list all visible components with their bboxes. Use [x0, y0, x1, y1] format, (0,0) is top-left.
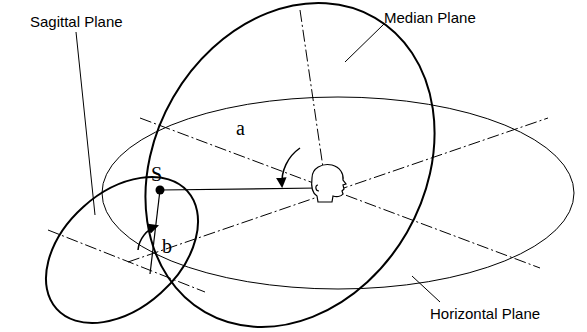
angle-arc-b — [138, 226, 157, 250]
plane-label: Horizontal Plane — [430, 306, 540, 321]
sagittal-plane — [18, 148, 226, 332]
angle-arc-a — [282, 148, 300, 186]
leader-lines — [76, 24, 440, 302]
listener-head — [312, 165, 346, 202]
axis-lines — [48, 10, 548, 292]
direction-line — [160, 188, 318, 190]
plane-label: Sagittal Plane — [30, 14, 123, 29]
median-plane — [88, 0, 492, 332]
point-label: S — [151, 164, 162, 184]
angle-label: b — [162, 236, 172, 256]
plane-label: Median Plane — [384, 10, 476, 25]
sagittal-radius — [150, 190, 160, 274]
horizontal-plane — [102, 97, 574, 289]
angle-label: a — [236, 118, 245, 138]
